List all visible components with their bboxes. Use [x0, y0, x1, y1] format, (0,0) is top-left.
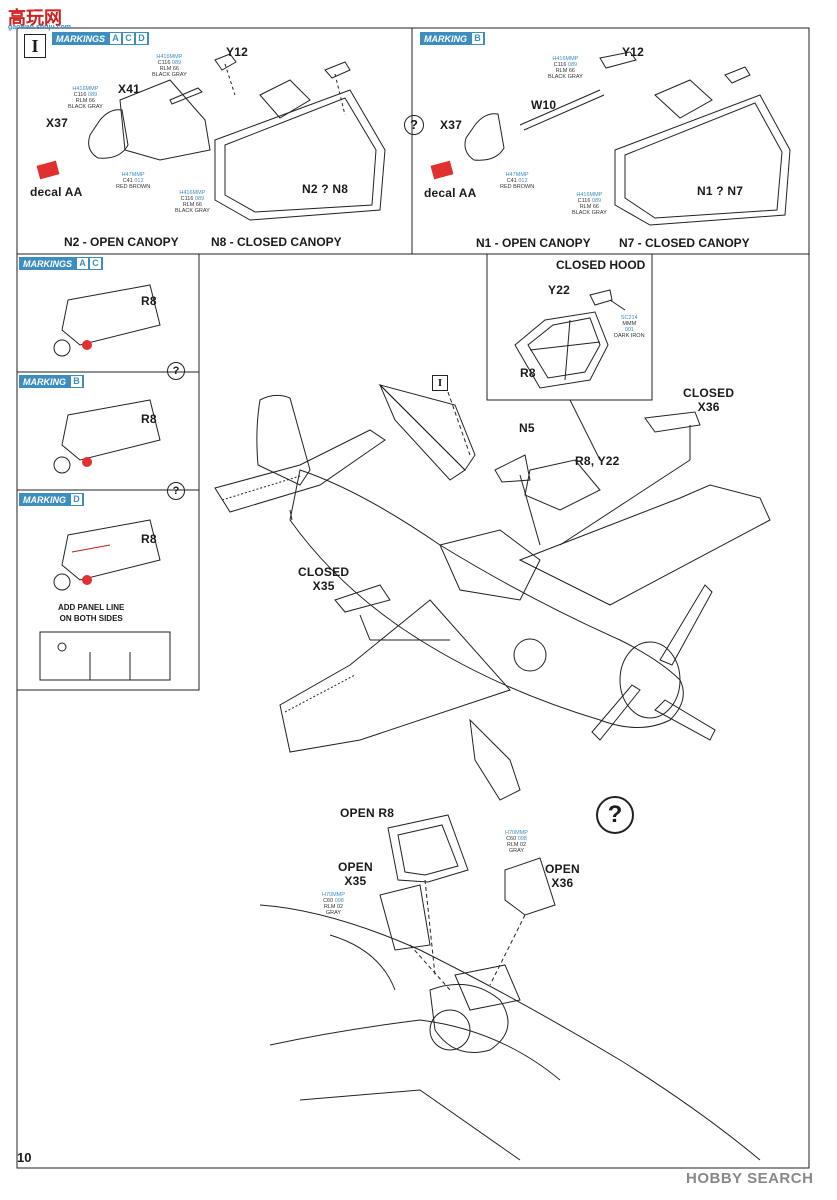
part-label-x41: X41 — [118, 82, 140, 96]
closed-x35-label: CLOSED X35 — [298, 565, 350, 593]
open-x35-label: OPEN X35 — [338, 860, 373, 888]
caption-open-canopy: N1 - OPEN CANOPY — [476, 236, 591, 250]
part-label-y12: Y12 — [226, 45, 248, 59]
paint-callout: SC214 MMM 001 DARK IRON — [614, 315, 645, 339]
part-label-r8: R8 — [141, 294, 157, 308]
closed-hood-title: CLOSED HOOD — [556, 258, 646, 272]
paint-callout: H47MMP C41 012 RED BROWN — [116, 172, 151, 190]
step-ref-box: I — [432, 375, 448, 391]
detail-circle-b — [53, 456, 71, 474]
decal-label: decal AA — [30, 185, 83, 199]
red-dot-a — [82, 340, 92, 350]
side-panel-box — [16, 253, 200, 691]
lower-detail-drawing — [259, 814, 761, 1161]
aircraft-drawing — [214, 384, 771, 801]
decal-aa-red-right — [430, 160, 454, 180]
red-dot-b — [82, 457, 92, 467]
marking-letter: C — [123, 33, 134, 44]
part-label-y12: Y12 — [622, 45, 644, 59]
part-label-r8: R8 — [520, 366, 536, 380]
option-label: N2 ? N8 — [302, 182, 349, 196]
step-number: I — [24, 34, 46, 58]
question-icon: ? — [596, 796, 634, 834]
decal-aa-red-left — [36, 160, 60, 180]
part-label-y22: Y22 — [548, 283, 570, 297]
part-label-r8: R8 — [141, 532, 157, 546]
open-x36-label: OPEN X36 — [545, 862, 580, 890]
part-label-n5: N5 — [519, 421, 535, 435]
part-label-x37: X37 — [440, 118, 462, 132]
markings-bar-side-2: MARKING B — [19, 375, 84, 388]
marking-letter: A — [110, 33, 121, 44]
part-label-r8-y22: R8, Y22 — [575, 454, 620, 468]
question-icon: ? — [404, 115, 424, 135]
part-label-r8: R8 — [141, 412, 157, 426]
canopy-assembly-right — [464, 51, 791, 226]
decal-label: decal AA — [424, 186, 477, 200]
caption-open-canopy: N2 - OPEN CANOPY — [64, 235, 179, 249]
question-icon: ? — [167, 362, 185, 380]
paint-callout: H47MMP C41 012 RED BROWN — [500, 172, 535, 190]
site-logo: 高玩网 — [8, 8, 62, 28]
r8-hood-panels — [39, 284, 171, 681]
detail-circle-a — [53, 339, 71, 357]
detail-circle-c — [53, 573, 71, 591]
markings-bar-side-3: MARKING D — [19, 493, 84, 506]
red-dot-c — [82, 575, 92, 585]
closed-hood-drawing — [514, 289, 626, 389]
caption-closed-canopy: N8 - CLOSED CANOPY — [211, 235, 342, 249]
caption-closed-canopy: N7 - CLOSED CANOPY — [619, 236, 750, 250]
marking-letter: D — [136, 33, 147, 44]
closed-x36-label: CLOSED X36 — [683, 386, 735, 414]
watermark: HOBBY SEARCH — [686, 1170, 814, 1187]
markings-label: MARKING — [424, 33, 467, 44]
part-label-w10: W10 — [531, 98, 557, 112]
markings-label: MARKINGS — [56, 33, 105, 44]
part-label-x37: X37 — [46, 116, 68, 130]
question-icon: ? — [167, 482, 185, 500]
markings-bar-top-right: MARKING B — [420, 32, 485, 45]
page-frame — [16, 27, 810, 1169]
page-number: 10 — [17, 1150, 32, 1165]
marking-letter: B — [472, 33, 483, 44]
canopy-assembly-left — [88, 53, 386, 221]
option-label: N1 ? N7 — [697, 184, 744, 198]
open-r8-label: OPEN R8 — [340, 806, 395, 820]
markings-bar-top-left: MARKINGS A C D — [52, 32, 149, 45]
site-logo-sub: gaowan.shuju.com — [8, 24, 72, 31]
markings-bar-side-1: MARKINGS A C — [19, 257, 103, 270]
closed-hood-box — [486, 253, 653, 401]
panel-line-note: ADD PANEL LINE ON BOTH SIDES — [58, 603, 125, 623]
